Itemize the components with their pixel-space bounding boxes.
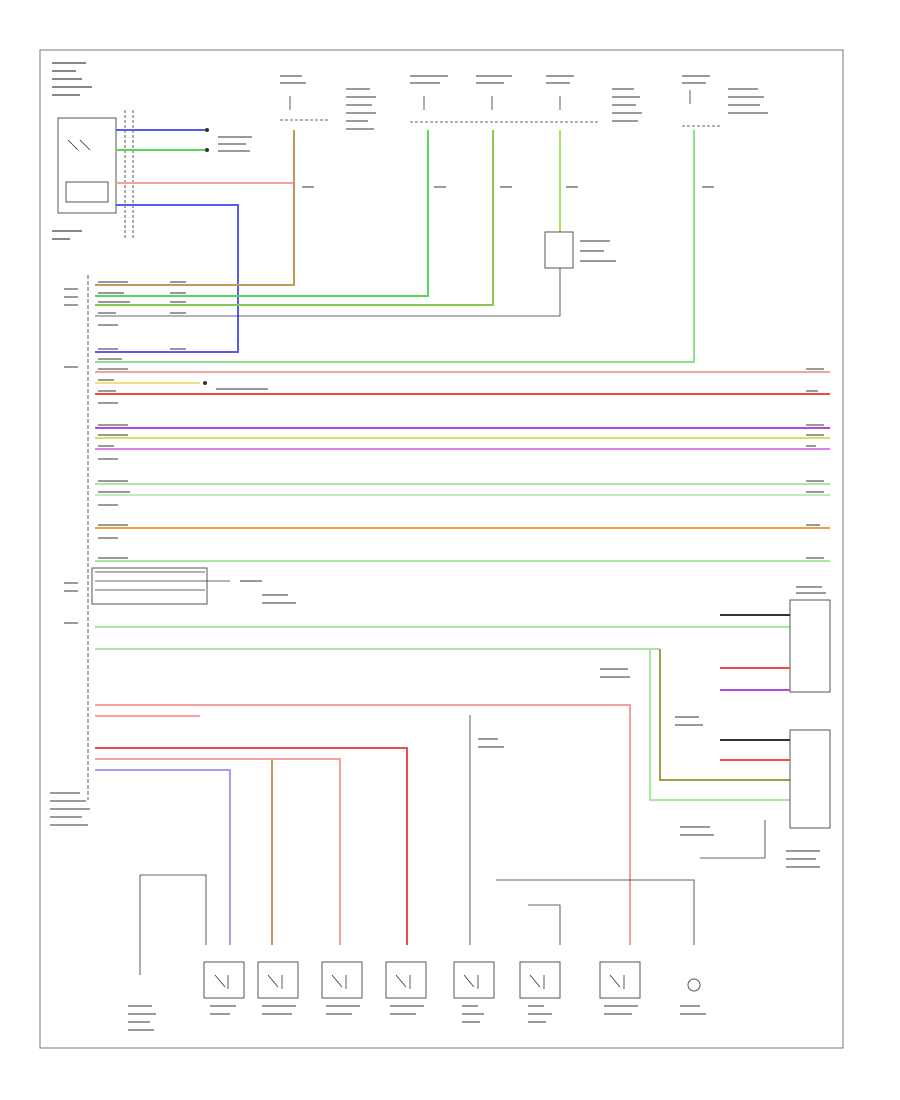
small-connector-group [91,567,296,605]
bottom-switches [128,961,706,1031]
diagram-frame [39,49,844,1049]
wire-green-vertical-4 [95,130,695,363]
wire-olive-drop [659,649,790,781]
switch-8 [687,978,701,992]
left-wire-ids [98,281,186,559]
wire-pink-switch-right [95,704,631,945]
right-connector-top [720,586,831,693]
right-wire-labels [806,368,824,559]
wire-light-green-6 [649,649,790,801]
body-module-labels [50,288,90,826]
wire-blue-switch-1 [95,769,231,945]
switch-7 [599,961,641,999]
small-component [544,231,574,269]
switch-1 [203,961,245,999]
wire-green-vertical-1 [95,130,429,297]
switch-4 [385,961,427,999]
wire-blue-relay-long [95,204,239,353]
top-fuse-blocks [280,75,768,130]
wire-tan-vertical [95,130,295,286]
wire-red-switch-4 [95,747,408,945]
switch-2 [257,961,299,999]
wire-pink-switch-3 [95,758,341,945]
switch-6 [519,961,561,999]
right-connector-bottom [720,729,831,868]
wire-green-vertical-2 [95,130,494,306]
switch-3 [321,961,363,999]
left-relay [52,62,134,240]
switch-5 [453,961,495,999]
